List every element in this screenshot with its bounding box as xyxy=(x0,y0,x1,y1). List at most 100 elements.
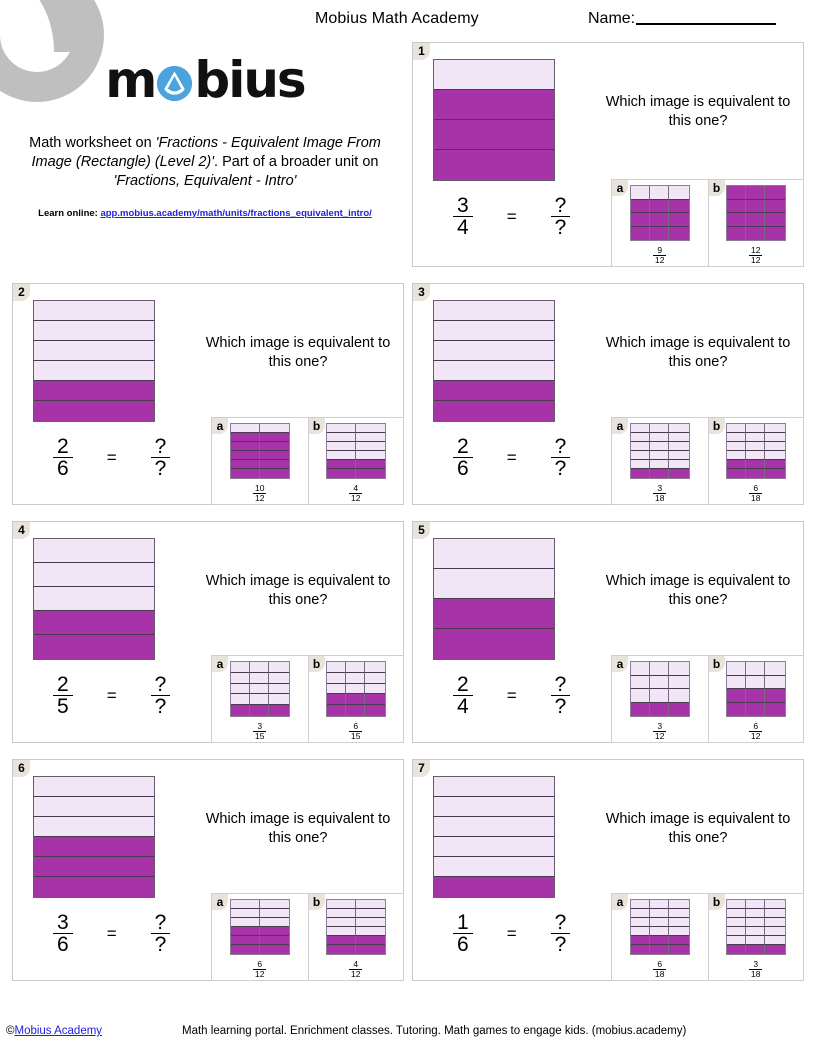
learn-online-link[interactable]: app.mobius.academy/math/units/fractions_… xyxy=(100,208,372,219)
grid-cell-filled xyxy=(765,469,785,478)
grid-cell-empty xyxy=(269,694,289,706)
question-prompt: Which image is equivalent to this one? xyxy=(205,811,391,846)
grid-cell-filled xyxy=(355,460,385,469)
answer-denominator[interactable]: ? xyxy=(150,457,171,480)
grid-cell-filled xyxy=(259,433,289,442)
grid-cell-empty xyxy=(326,672,347,684)
grid-cell-filled xyxy=(230,945,260,954)
option-denominator: 12 xyxy=(749,730,763,741)
grid-cell-empty xyxy=(355,918,385,927)
option-fraction-grid xyxy=(229,423,290,479)
option-numerator: 6 xyxy=(753,483,759,493)
grid-cell-empty xyxy=(630,909,651,918)
grid-cell-filled xyxy=(326,694,347,706)
answer-denominator[interactable]: ? xyxy=(550,457,571,480)
grid-cell-filled xyxy=(765,460,785,469)
answer-numerator[interactable]: ? xyxy=(554,911,567,934)
answer-fraction[interactable]: ?? xyxy=(150,911,171,956)
grid-cell-empty xyxy=(355,451,385,460)
bar-row-empty xyxy=(434,837,554,857)
answer-denominator[interactable]: ? xyxy=(550,933,571,956)
bar-row-empty xyxy=(34,817,154,837)
grid-cell-filled xyxy=(746,226,766,240)
answer-fraction[interactable]: ?? xyxy=(150,435,171,480)
option-denominator: 18 xyxy=(749,968,763,979)
copyright-link[interactable]: Mobius Academy xyxy=(14,1025,103,1037)
name-input-line[interactable] xyxy=(636,23,777,25)
bar-row-filled xyxy=(434,401,554,421)
answer-numerator[interactable]: ? xyxy=(554,673,567,696)
answer-fraction[interactable]: ?? xyxy=(550,435,571,480)
option-letter: b xyxy=(708,180,725,196)
option-letter: a xyxy=(212,656,228,672)
grid-cell-filled xyxy=(726,213,747,227)
learn-label: Learn online: xyxy=(38,208,101,219)
option-fraction-grid xyxy=(325,423,386,479)
grid-cell-empty xyxy=(765,662,785,676)
answer-fraction[interactable]: ?? xyxy=(550,673,571,718)
grid-cell-filled xyxy=(765,226,785,240)
answer-numerator[interactable]: ? xyxy=(554,194,567,217)
grid-cell-filled xyxy=(230,927,260,936)
grid-cell-empty xyxy=(630,662,651,676)
answer-numerator[interactable]: ? xyxy=(154,435,167,458)
bar-row-empty xyxy=(434,60,554,90)
answer-fraction[interactable]: ?? xyxy=(550,911,571,956)
reference-fraction-bar xyxy=(33,538,155,660)
grid-cell-filled xyxy=(326,469,356,478)
grid-cell-filled xyxy=(355,469,385,478)
answer-numerator[interactable]: ? xyxy=(554,435,567,458)
bar-row-empty xyxy=(34,797,154,817)
question-prompt: Which image is equivalent to this one? xyxy=(605,94,791,129)
grid-cell-empty xyxy=(765,909,785,918)
grid-cell-empty xyxy=(326,442,356,451)
grid-cell-empty xyxy=(669,424,689,433)
equals-sign: = xyxy=(106,923,117,943)
grid-cell-empty xyxy=(746,424,766,433)
grid-cell-filled xyxy=(355,936,385,945)
grid-cell-empty xyxy=(326,683,347,695)
option-denominator: 12 xyxy=(253,968,267,979)
grid-cell-filled xyxy=(726,199,747,213)
grid-cell-filled xyxy=(269,705,289,716)
answer-denominator[interactable]: ? xyxy=(150,695,171,718)
answer-denominator[interactable]: ? xyxy=(550,695,571,718)
grid-cell-filled xyxy=(746,469,766,478)
given-denominator: 4 xyxy=(453,695,473,718)
answer-fraction[interactable]: ?? xyxy=(150,673,171,718)
reference-fraction-bar xyxy=(433,776,555,898)
grid-cell-empty xyxy=(650,900,670,909)
grid-cell-empty xyxy=(746,442,766,451)
bar-row-empty xyxy=(434,341,554,361)
grid-cell-empty xyxy=(726,675,747,689)
answer-denominator[interactable]: ? xyxy=(150,933,171,956)
grid-cell-filled xyxy=(726,226,747,240)
question-number: 6 xyxy=(13,760,30,777)
answer-denominator[interactable]: ? xyxy=(550,216,571,239)
given-denominator: 6 xyxy=(53,457,73,480)
option-numerator: 6 xyxy=(353,720,359,731)
option-letter: a xyxy=(212,894,228,910)
answer-fraction[interactable]: ?? xyxy=(550,194,571,239)
answer-numerator[interactable]: ? xyxy=(154,911,167,934)
answer-numerator[interactable]: ? xyxy=(154,673,167,696)
option-letter: a xyxy=(612,894,628,910)
grid-cell-filled xyxy=(630,702,651,716)
